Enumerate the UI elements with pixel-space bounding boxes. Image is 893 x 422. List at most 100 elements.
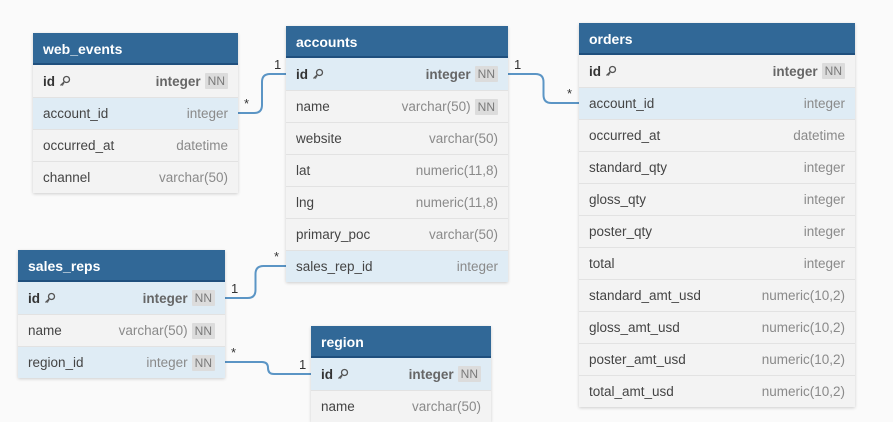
column-name-text: id [28, 290, 40, 306]
column-name: occurred_at [589, 128, 660, 143]
key-icon [45, 292, 56, 303]
column-type: varchar(50) [429, 227, 498, 242]
column-type-text: varchar(50) [118, 323, 188, 338]
column-row-gloss-qty[interactable]: gloss_qty integer [579, 183, 855, 215]
table-header[interactable]: web_events [33, 33, 238, 65]
column-name: account_id [589, 96, 654, 111]
column-name: gloss_qty [589, 192, 646, 207]
column-type: integer [457, 259, 498, 274]
column-type-text: varchar(50) [428, 227, 498, 242]
column-type: integer [804, 256, 845, 271]
column-type-text: integer [186, 106, 228, 121]
column-name-text: region_id [28, 355, 84, 370]
key-icon [60, 75, 71, 86]
column-name: id [28, 291, 56, 306]
column-type: varchar(50)NN [118, 322, 215, 339]
column-type: numeric(10,2) [762, 320, 845, 335]
column-name-text: id [321, 366, 333, 382]
relationship-link[interactable] [508, 73, 579, 104]
cardinality-one: 1 [274, 57, 281, 72]
column-name: standard_amt_usd [589, 288, 701, 303]
column-type: integer [804, 192, 845, 207]
column-name: id [296, 67, 324, 82]
column-name-text: name [28, 323, 62, 338]
column-name-text: gloss_qty [589, 192, 647, 207]
column-type: numeric(11,8) [416, 163, 498, 178]
column-row-website[interactable]: website varchar(50) [286, 122, 508, 154]
column-row-occurred-at[interactable]: occurred_at datetime [579, 119, 855, 151]
column-type-text: integer [803, 160, 845, 175]
column-row-lat[interactable]: lat numeric(11,8) [286, 154, 508, 186]
column-name: lat [296, 163, 310, 178]
column-name-text: account_id [589, 96, 655, 111]
table-header[interactable]: region [311, 326, 491, 358]
column-type-text: datetime [793, 128, 845, 143]
column-type: varchar(50) [159, 170, 228, 185]
column-name: poster_amt_usd [589, 352, 686, 367]
column-row-name[interactable]: name varchar(50)NN [18, 314, 225, 346]
column-row-account-id[interactable]: account_id integer [33, 97, 238, 129]
column-name: id [43, 74, 71, 89]
column-type-text: integer [803, 224, 845, 239]
column-name: account_id [43, 106, 108, 121]
key-icon [313, 68, 324, 79]
column-name: website [296, 131, 342, 146]
column-name: poster_qty [589, 224, 652, 239]
column-type-text: integer [146, 355, 188, 370]
column-name-text: name [296, 99, 330, 114]
column-row-standard-qty[interactable]: standard_qty integer [579, 151, 855, 183]
column-row-occurred-at[interactable]: occurred_at datetime [33, 129, 238, 161]
column-name-text: lat [296, 163, 311, 178]
column-name: name [321, 399, 355, 414]
column-name-text: standard_amt_usd [589, 288, 701, 303]
table-header[interactable]: accounts [286, 26, 508, 58]
column-name-text: sales_rep_id [296, 259, 373, 274]
column-name: region_id [28, 355, 84, 370]
column-name-text: id [296, 66, 308, 82]
relationship-link[interactable] [238, 73, 286, 114]
column-row-poster-qty[interactable]: poster_qty integer [579, 215, 855, 247]
not-null-badge: NN [474, 98, 498, 115]
cardinality-many: * [231, 345, 236, 360]
cardinality-many: * [244, 96, 249, 111]
column-type: datetime [176, 138, 228, 153]
table-header[interactable]: sales_reps [18, 250, 225, 282]
column-name: id [589, 64, 617, 79]
column-type-text: varchar(50) [428, 131, 498, 146]
cardinality-many: * [274, 249, 279, 264]
relationship-link[interactable] [225, 361, 311, 375]
key-icon [606, 65, 617, 76]
column-type-text: datetime [176, 138, 228, 153]
column-name: occurred_at [43, 138, 114, 153]
column-name-text: standard_qty [589, 160, 668, 175]
relationship-link[interactable] [225, 265, 286, 299]
column-row-sales-rep-id[interactable]: sales_rep_id integer [286, 250, 508, 282]
table-header[interactable]: orders [579, 23, 855, 55]
